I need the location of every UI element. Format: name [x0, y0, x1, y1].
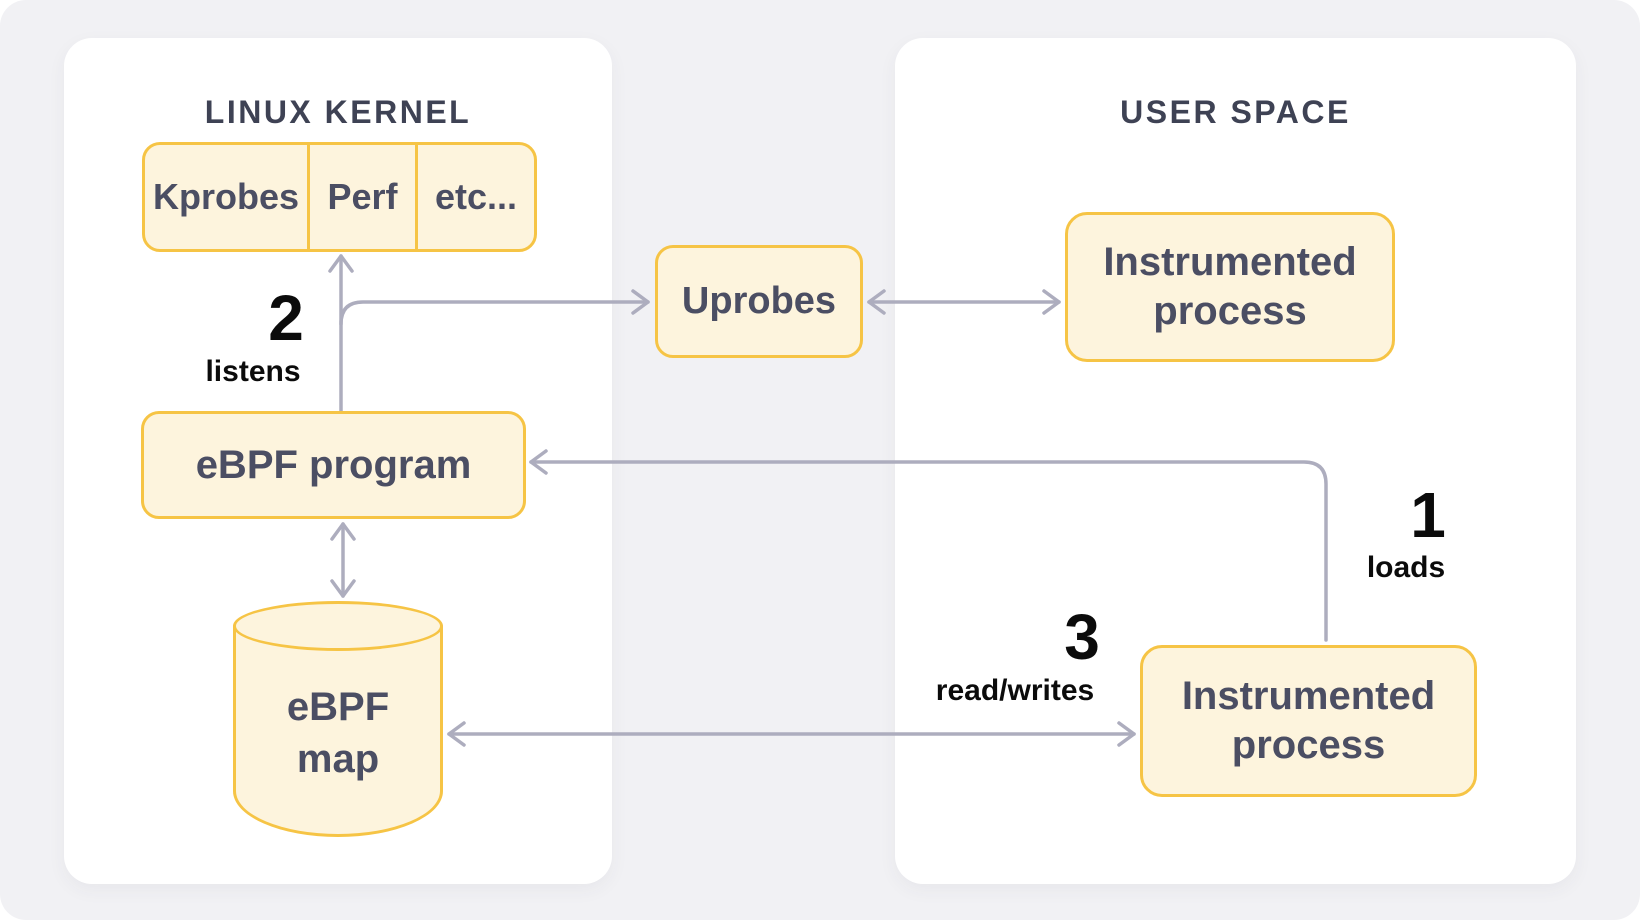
ebpf-map-cylinder-body [233, 626, 443, 837]
step-1-label: loads [1366, 551, 1446, 584]
etc-box: etc... [415, 145, 534, 249]
step-3-label: read/writes [935, 674, 1095, 707]
instrumented-process-bottom-box: Instrumented process [1140, 645, 1477, 797]
ebpf-map-cylinder: eBPF map [233, 601, 443, 837]
step-2-number: 2 [268, 282, 304, 354]
step-3-number: 3 [1064, 601, 1100, 673]
probe-sources-row: Kprobes Perf etc... [142, 142, 537, 252]
user-space-title: USER SPACE [1120, 94, 1351, 130]
kprobes-box: Kprobes [152, 176, 300, 217]
ebpf-map-cylinder-top [233, 601, 443, 651]
uprobes-box: Uprobes [655, 245, 863, 358]
step-1-number: 1 [1410, 479, 1446, 551]
ebpf-program-box: eBPF program [141, 411, 526, 519]
ebpf-map-label-line2: map [296, 737, 380, 781]
perf-box: Perf [307, 145, 415, 249]
ebpf-map-label-line1: eBPF [286, 685, 390, 729]
ebpf-map-label: eBPF map [233, 653, 443, 813]
linux-kernel-title: LINUX KERNEL [204, 94, 472, 130]
step-2-label: listens [205, 355, 301, 388]
instrumented-process-top-box: Instrumented process [1065, 212, 1395, 362]
